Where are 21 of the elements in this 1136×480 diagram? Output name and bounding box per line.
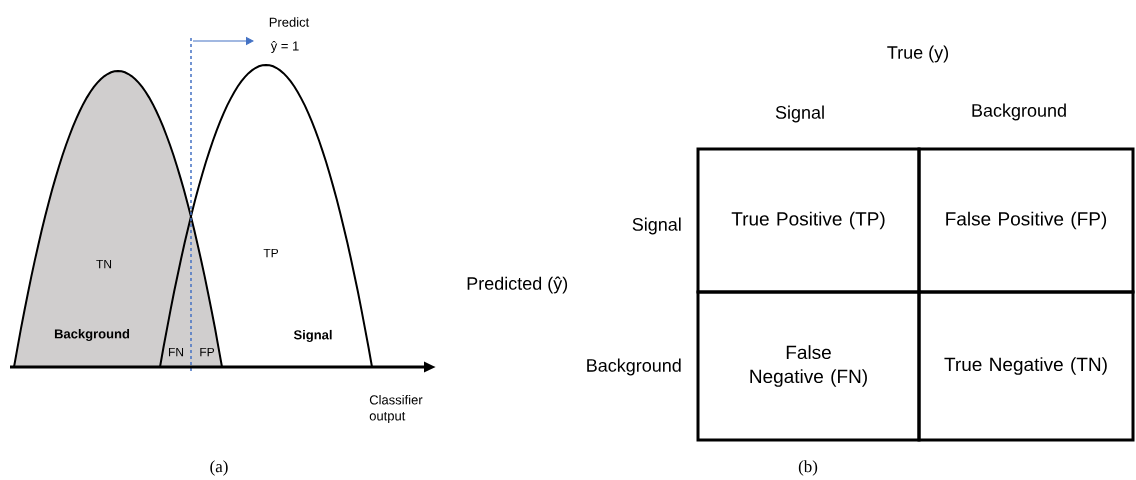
axis-label: True (y) [887,45,949,63]
matrix-cell: True Positive (TP) [696,147,921,294]
axis-label: Predicted (ŷ) [467,276,568,294]
panel-label: (a) [210,460,228,476]
panel-label: (b) [798,460,818,476]
region-label: TN [96,259,111,269]
row-header: Background [587,358,681,376]
matrix-cell: False Negative (FN) [696,290,921,442]
axis-label: Classifier output [369,394,423,424]
column-header: Background [972,103,1066,121]
matrix-cell: True Negative (TN) [917,290,1135,442]
curve-label: Background [54,328,130,342]
region-label: FP [200,347,215,357]
column-header: Signal [775,105,824,123]
region-label: TP [263,248,279,258]
row-header: Signal [632,217,681,235]
axis-annotation: ŷ = 1 [270,40,299,54]
matrix-cell: False Positive (FP) [917,147,1135,294]
curve-label: Signal [293,329,332,343]
region-label: FN [169,347,183,357]
axis-annotation: Predict [269,17,310,27]
